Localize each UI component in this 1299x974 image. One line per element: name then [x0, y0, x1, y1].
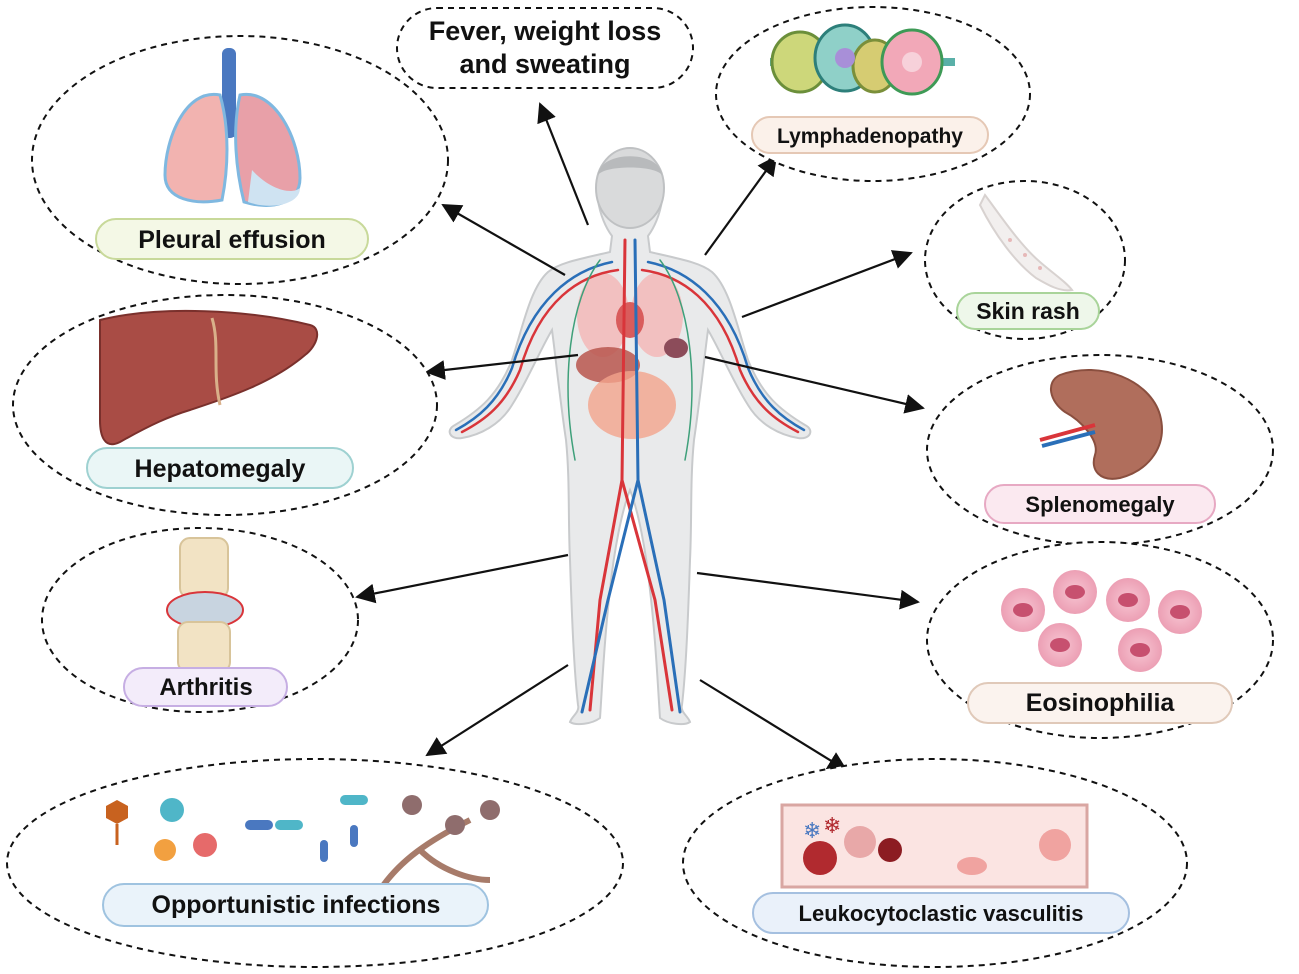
- arrow-to-fever: [537, 102, 590, 226]
- arrow-to-leuko: [699, 679, 848, 772]
- arrow-to-opportunistic: [425, 664, 569, 757]
- spleen-icon: [1039, 369, 1163, 480]
- opportunistic-infections-label: Opportunistic infections: [152, 891, 441, 919]
- hepatomegaly-label: Hepatomegaly: [135, 455, 306, 483]
- lymph-node-icon: [770, 23, 955, 96]
- fever-label-line-2: and sweating: [459, 49, 630, 79]
- lungs-icon: [163, 48, 302, 207]
- node-leukocytoclastic-vasculitis: ❄ ❄ Leukocytoclastic vasculitis: [682, 758, 1188, 968]
- knee-joint-icon: [166, 537, 244, 673]
- lymphadenopathy-label: Lymphadenopathy: [777, 125, 963, 148]
- arrow-to-lymph: [704, 155, 778, 256]
- node-pleural-effusion: Pleural effusion: [31, 35, 449, 285]
- svg-text:❄: ❄: [803, 819, 821, 844]
- microbes-icon: [106, 795, 500, 892]
- blood-vessel-icon: ❄ ❄: [780, 803, 1089, 889]
- node-opportunistic-infections: Opportunistic infections: [6, 758, 624, 968]
- liver-icon: [99, 309, 319, 446]
- eosinophilia-label: Eosinophilia: [1026, 689, 1176, 717]
- human-body-figure: [448, 147, 812, 726]
- node-eosinophilia: Eosinophilia: [926, 541, 1274, 739]
- pleural-effusion-label: Pleural effusion: [138, 226, 326, 254]
- node-splenomegaly: Splenomegaly: [926, 354, 1274, 546]
- arm-rash-icon: [978, 193, 1074, 292]
- arrow-to-skin: [741, 250, 913, 319]
- node-skin-rash: Skin rash: [924, 180, 1126, 340]
- node-lymphadenopathy: Lymphadenopathy: [715, 6, 1031, 182]
- leukocytoclastic-vasculitis-label: Leukocytoclastic vasculitis: [799, 901, 1084, 926]
- node-fever: Fever, weight loss and sweating: [396, 7, 694, 89]
- fever-label-line-1: Fever, weight loss: [429, 16, 662, 46]
- svg-text:❄: ❄: [823, 814, 841, 839]
- arrow-to-arthritis: [355, 553, 569, 604]
- node-hepatomegaly: Hepatomegaly: [12, 294, 438, 516]
- splenomegaly-label: Splenomegaly: [1025, 492, 1175, 517]
- arrow-to-hepato: [425, 353, 579, 380]
- node-arthritis: Arthritis: [41, 527, 359, 713]
- arthritis-label: Arthritis: [159, 674, 252, 701]
- arrow-to-eosino: [696, 571, 920, 610]
- skin-rash-label: Skin rash: [976, 298, 1080, 324]
- arrows: [355, 102, 925, 772]
- arrow-to-pleural: [441, 204, 566, 276]
- arrow-to-spleno: [704, 355, 925, 414]
- eosinophil-cells-icon: [1001, 570, 1202, 672]
